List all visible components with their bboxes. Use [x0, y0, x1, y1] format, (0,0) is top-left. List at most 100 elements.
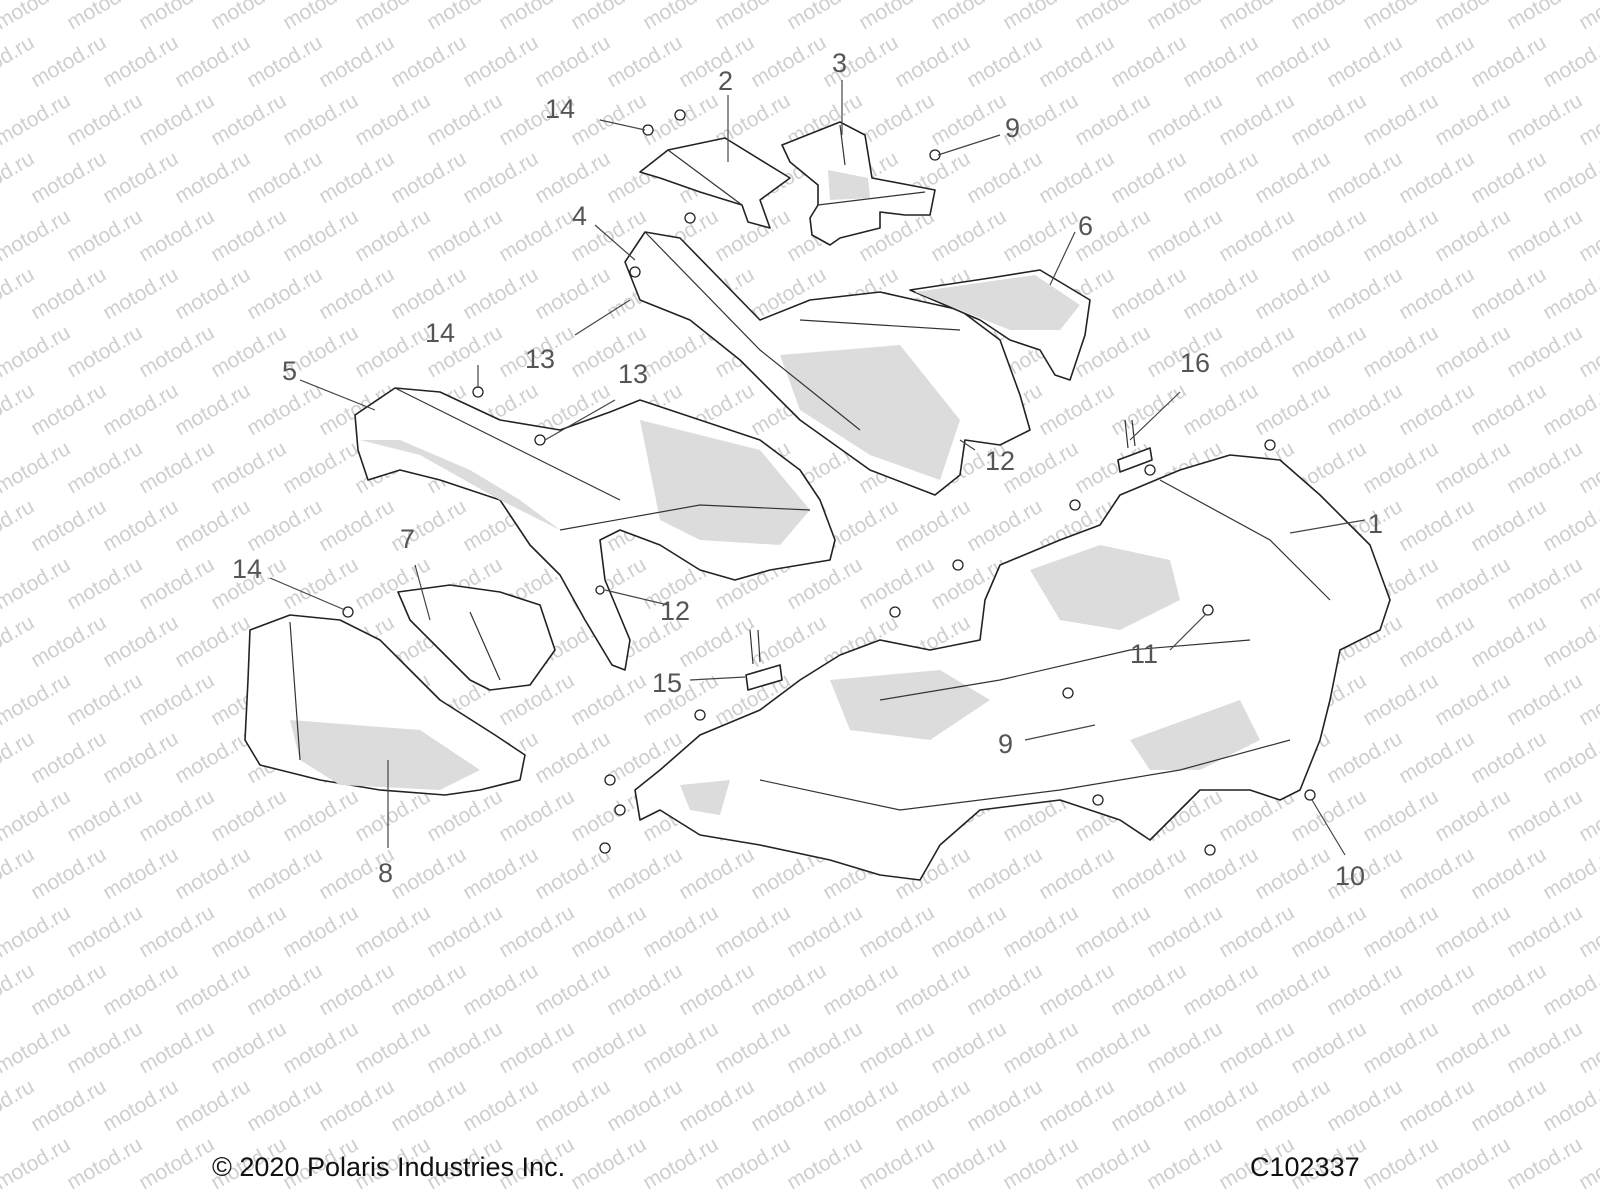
watermark-text: motod.ru [1323, 31, 1406, 92]
watermark-text: motod.ru [99, 495, 182, 556]
part-15-clip [745, 629, 783, 691]
watermark-text: motod.ru [567, 901, 650, 962]
watermark-text: motod.ru [1323, 959, 1406, 1020]
watermark-text: motod.ru [27, 147, 110, 208]
watermark-text: motod.ru [891, 959, 974, 1020]
watermark-text: motod.ru [963, 959, 1046, 1020]
watermark-text: motod.ru [747, 1075, 830, 1136]
watermark-text: motod.ru [495, 0, 578, 34]
watermark-text: motod.ru [1215, 1017, 1298, 1078]
watermark-text: motod.ru [963, 495, 1046, 556]
watermark-text: motod.ru [1467, 1075, 1550, 1136]
watermark-text: motod.ru [1251, 379, 1334, 440]
watermark-text: motod.ru [1107, 31, 1190, 92]
watermark-text: motod.ru [423, 89, 506, 150]
watermark-text: motod.ru [243, 263, 326, 324]
part-3-dash [781, 121, 936, 246]
callout-12a: 12 [985, 446, 1015, 476]
watermark-text: motod.ru [279, 0, 362, 34]
watermark-text: motod.ru [531, 1075, 614, 1136]
watermark-text: motod.ru [315, 31, 398, 92]
watermark-text: motod.ru [279, 437, 362, 498]
watermark-text: motod.ru [1143, 1133, 1226, 1194]
watermark-text: motod.ru [459, 1075, 542, 1136]
watermark-text: motod.ru [531, 31, 614, 92]
watermark-text: motod.ru [63, 785, 146, 846]
watermark-text: motod.ru [1431, 553, 1514, 614]
watermark-text: motod.ru [891, 31, 974, 92]
callout-14b: 14 [425, 318, 455, 348]
watermark-text: motod.ru [639, 1017, 722, 1078]
callout-10: 10 [1335, 861, 1365, 891]
watermark-text: motod.ru [495, 1017, 578, 1078]
watermark-text: motod.ru [1143, 205, 1226, 266]
watermark-text: motod.ru [999, 1133, 1082, 1194]
watermark-text: motod.ru [963, 843, 1046, 904]
watermark-text: motod.ru [567, 1133, 650, 1194]
watermark-text: motod.ru [1071, 1133, 1154, 1194]
watermark-text: motod.ru [567, 669, 650, 730]
watermark-text: motod.ru [1251, 263, 1334, 324]
watermark-text: motod.ru [423, 0, 506, 34]
watermark-text: motod.ru [135, 901, 218, 962]
watermark-text: motod.ru [783, 901, 866, 962]
watermark-text: motod.ru [1503, 1133, 1586, 1194]
watermark-text: motod.ru [99, 263, 182, 324]
watermark-text: motod.ru [1467, 495, 1550, 556]
watermark-text: motod.ru [963, 1075, 1046, 1136]
watermark-text: motod.ru [1251, 843, 1334, 904]
callout-12b: 12 [660, 596, 690, 626]
watermark-text: motod.ru [567, 1017, 650, 1078]
watermark-text: motod.ru [243, 1075, 326, 1136]
watermark-text: motod.ru [1431, 901, 1514, 962]
watermark-text: motod.ru [135, 1133, 218, 1194]
watermark-text: motod.ru [495, 785, 578, 846]
watermark-text: motod.ru [243, 379, 326, 440]
watermark-text: motod.ru [1395, 495, 1478, 556]
watermark-text: motod.ru [1467, 959, 1550, 1020]
watermark-text: motod.ru [387, 843, 470, 904]
callout-16: 16 [1180, 348, 1210, 378]
watermark-text: motod.ru [0, 553, 74, 614]
watermark-text: motod.ru [1539, 1075, 1600, 1136]
watermark-text: motod.ru [891, 495, 974, 556]
watermark-text: motod.ru [1359, 0, 1442, 34]
watermark-text: motod.ru [1503, 901, 1586, 962]
watermark-text: motod.ru [999, 901, 1082, 962]
part-1-front-rack [634, 454, 1391, 881]
watermark-text: motod.ru [675, 1075, 758, 1136]
watermark-text: motod.ru [1251, 31, 1334, 92]
watermark-text: motod.ru [1395, 379, 1478, 440]
watermark-text: motod.ru [135, 0, 218, 34]
watermark-text: motod.ru [99, 727, 182, 788]
watermark-text: motod.ru [747, 611, 830, 672]
watermark-text: motod.ru [63, 89, 146, 150]
watermark-text: motod.ru [27, 379, 110, 440]
watermark-text: motod.ru [1251, 959, 1334, 1020]
watermark-text: motod.ru [99, 147, 182, 208]
watermark-text: motod.ru [1179, 843, 1262, 904]
callout-13a: 13 [525, 344, 555, 374]
watermark-text: motod.ru [63, 321, 146, 382]
watermark-text: motod.ru [243, 31, 326, 92]
watermark-text: motod.ru [1107, 263, 1190, 324]
watermark-text: motod.ru [459, 959, 542, 1020]
watermark-text: motod.ru [171, 1075, 254, 1136]
part-4-console [624, 231, 1031, 496]
callout-9b: 9 [998, 729, 1013, 759]
watermark-text: motod.ru [1431, 89, 1514, 150]
watermark-text: motod.ru [1575, 0, 1600, 34]
watermark-text: motod.ru [1395, 843, 1478, 904]
watermark-text: motod.ru [0, 1133, 74, 1194]
leader-lines [269, 80, 1366, 856]
watermark-text: motod.ru [1107, 379, 1190, 440]
callout-14c: 14 [232, 554, 262, 584]
watermark-text: motod.ru [1179, 1075, 1262, 1136]
watermark-text: motod.ru [0, 89, 74, 150]
watermark-text: motod.ru [315, 959, 398, 1020]
part-2-cover [639, 137, 791, 229]
callout-4: 4 [572, 201, 587, 231]
watermark-text: motod.ru [1287, 901, 1370, 962]
watermark-text: motod.ru [1431, 1133, 1514, 1194]
